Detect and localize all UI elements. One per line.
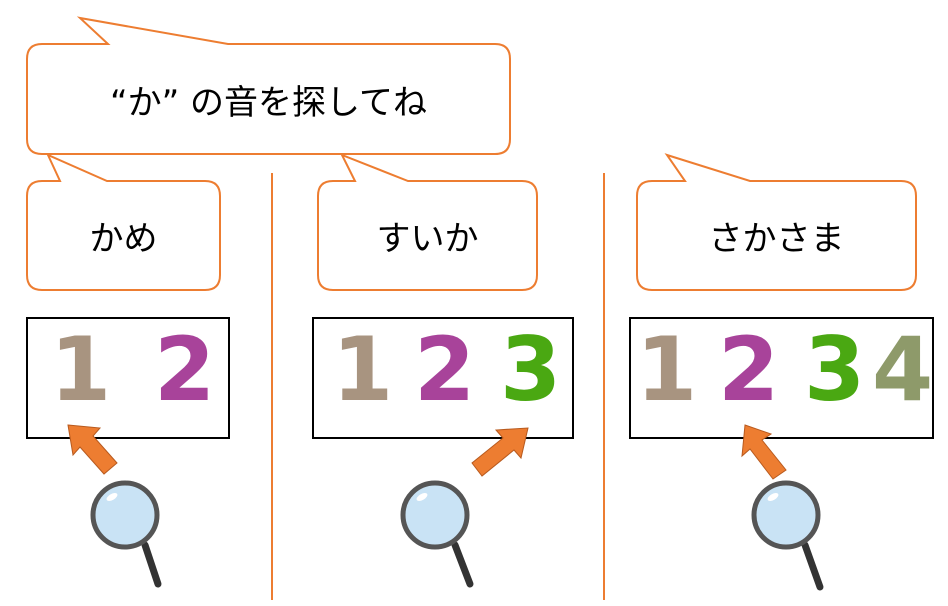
magnifier-icon [400,480,474,588]
arrow-icon [471,427,529,477]
digit-1: 1 [636,318,698,421]
digit-2: 2 [718,318,780,421]
word-bubble-1 [26,153,221,291]
word-suika: すいか [376,219,479,259]
digit-4: 4 [872,318,934,421]
digit-1: 1 [332,318,394,421]
digit-3: 3 [500,318,562,421]
word-sakasama: さかさま [708,219,845,259]
magnifier-icon [751,480,824,591]
digit-3: 3 [804,318,866,421]
word-bubble-3 [636,153,917,291]
arrow-icon [67,424,118,475]
arrow-icon [741,424,787,480]
prompt-text: “か” の音を探してね [109,82,427,123]
word-kame: かめ [89,219,158,259]
digit-1: 1 [50,318,112,421]
number-box-3 [629,317,934,439]
number-box-1 [26,317,230,439]
digit-2: 2 [154,318,216,421]
prompt-bubble [26,16,511,155]
number-box-2 [312,317,574,439]
word-bubble-2 [317,153,538,291]
digit-2: 2 [414,318,476,421]
magnifier-icon [90,480,162,588]
